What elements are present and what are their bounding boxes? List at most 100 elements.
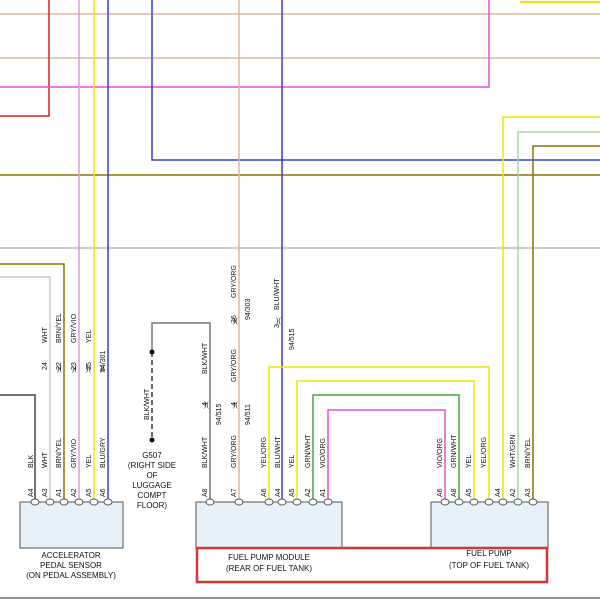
acc-lower-label-2: WHT [42, 451, 49, 468]
pump-lower-label-5: WHT/GRN [510, 435, 517, 468]
accelerator-labels: WHT BRN/YEL GRY/VIO YEL 24 22 23 25 94/3… [26, 313, 116, 580]
wire-gnd-top [151, 322, 211, 502]
wire-olive-pump [532, 145, 600, 502]
acc-box-pin-3: A1 [56, 488, 63, 497]
pump-box-pin-3: A5 [466, 488, 473, 497]
wire-yellow-module-1 [268, 366, 490, 502]
ground-node-bottom [149, 437, 155, 443]
acc-lower-label-6: BLU/GRY [100, 437, 107, 468]
mod-lower-label-4: BLU/WHT [275, 436, 282, 468]
mod-box-pin-5: A5 [289, 488, 296, 497]
pump-title-2: (TOP OF FUEL TANK) [449, 561, 529, 570]
acc-pin-3: 23 [71, 362, 78, 370]
ground-node-top [149, 349, 155, 355]
acc-title-2: PEDAL SENSOR [40, 561, 102, 570]
mod-upper-label-2: BLU/WHT [274, 278, 281, 310]
pump-title-1: FUEL PUMP [466, 549, 512, 558]
acc-connector-id: 94/301 [100, 350, 107, 372]
acc-conn-mark-1: )( [57, 366, 62, 373]
pin-stubs [30, 498, 538, 506]
acc-conn-mark-3: )( [86, 366, 91, 373]
mod-upper-conn-1: 94/303 [245, 298, 252, 320]
pump-module-box [195, 501, 343, 549]
mod-box-pin-1: A8 [202, 488, 209, 497]
mod-lower-label-3: YEL/ORG [261, 437, 268, 468]
acc-lower-label-4: GRY/VIO [71, 438, 78, 468]
acc-title-3: (ON PEDAL ASSEMBLY) [26, 571, 116, 580]
highlight-frame [195, 546, 549, 584]
acc-pin-4: 25 [86, 362, 93, 370]
wire-pink-module [327, 409, 446, 502]
mod-lower-label-6: GRN/WHT [305, 434, 312, 468]
ground-line-5: FLOOR) [137, 501, 168, 510]
accelerator-box [19, 501, 124, 549]
ground-line-3: LUGGAGE [132, 481, 172, 490]
mod-mid-conn-2: 94/511 [245, 404, 252, 425]
ground-line-1: (RIGHT SIDE [128, 461, 176, 470]
acc-wire-label-2: BRN/YEL [56, 313, 63, 343]
ground-id: G507 [142, 451, 162, 460]
mod-conn-mark-3: )( [204, 402, 209, 409]
acc-box-pin-1: A4 [28, 488, 35, 497]
pump-box-pin-5: A2 [510, 488, 517, 497]
pump-box-pin-6: A3 [525, 488, 532, 497]
pump-lower-label-4: YEL/ORG [481, 437, 488, 468]
mod-box-pin-3: A6 [261, 488, 268, 497]
pump-lower-label-2: GRN/WHT [451, 434, 458, 468]
ground-line-2: OF [146, 471, 157, 480]
acc-box-pin-5: A5 [86, 488, 93, 497]
wire-darkgray-acc [0, 394, 36, 502]
pump-box-pin-1: A6 [437, 488, 444, 497]
wire-pink-top [0, 0, 490, 88]
mod-title-2: (REAR OF FUEL TANK) [226, 564, 312, 573]
mod-box-pin-4: A4 [275, 488, 282, 497]
mod-title-1: FUEL PUMP MODULE [228, 553, 310, 562]
pump-module-labels: GRY/ORG 36 94/303 BLU/WHT 3 94/515 BLK/W… [202, 265, 327, 573]
mod-box-pin-2: A7 [231, 488, 238, 497]
pump-lower-label-1: VIO/ORG [437, 438, 444, 468]
acc-pin-2: 22 [56, 362, 63, 370]
acc-wire-label-3: GRY/VIO [71, 313, 78, 343]
wire-gray-acc [0, 276, 51, 502]
mod-upper-conn-2: 94/515 [289, 328, 296, 350]
mod-box-pin-7: A1 [320, 488, 327, 497]
mod-conn-mark-1: )( [233, 318, 238, 325]
mod-lower-label-5: YEL [289, 455, 296, 468]
wire-lightgreen-pump [517, 131, 600, 502]
wire-red [0, 0, 50, 117]
acc-wire-label-4: YEL [86, 330, 93, 343]
mod-mid-pin-1: 4 [202, 402, 209, 406]
acc-lower-label-3: BRN/YEL [56, 438, 63, 468]
mod-lower-label-7: VIO/ORG [320, 438, 327, 468]
mod-conn-mark-2: )( [276, 318, 281, 325]
wire-yellow-pump [502, 116, 600, 502]
ground-line-4: COMPT [138, 491, 167, 500]
ground-wire-label: BLK/WHT [144, 388, 151, 420]
acc-conn-mark-4: )( [100, 366, 105, 373]
mod-box-pin-6: A2 [305, 488, 312, 497]
pump-box-pin-4: A4 [495, 488, 502, 497]
mod-lower-label-2: GRY/ORG [231, 435, 238, 468]
fuel-pump-labels: VIO/ORG GRN/WHT YEL YEL/ORG WHT/GRN BRN/… [437, 434, 532, 570]
ground-labels: BLK/WHT G507 (RIGHT SIDE OF LUGGAGE COMP… [128, 388, 176, 510]
acc-wire-label-1: WHT [42, 326, 49, 343]
pump-lower-label-3: YEL [466, 455, 473, 468]
mod-conn-mark-4: )( [233, 402, 238, 409]
wire-blue-top [151, 0, 600, 161]
mod-upper-pin-1: 36 [231, 315, 238, 323]
pump-lower-label-6: BRN/YEL [525, 438, 532, 468]
acc-box-pin-4: A2 [71, 488, 78, 497]
mod-mid-conn-1: 94/515 [216, 403, 223, 425]
mod-mid-pin-2: 4 [231, 402, 238, 406]
wire-yellow-module-2 [296, 380, 475, 502]
acc-conn-mark-2: )( [72, 366, 77, 373]
acc-title-1: ACCELERATOR [41, 551, 100, 560]
acc-lower-label-5: YEL [86, 455, 93, 468]
mod-mid-label-2: GRY/ORG [231, 349, 238, 382]
mod-mid-label-1: BLK/WHT [202, 342, 209, 374]
pump-box-pin-2: A8 [451, 488, 458, 497]
mod-lower-label-1: BLK/WHT [202, 436, 209, 468]
acc-box-pin-2: A3 [42, 488, 49, 497]
acc-pin-1: 24 [42, 362, 49, 370]
